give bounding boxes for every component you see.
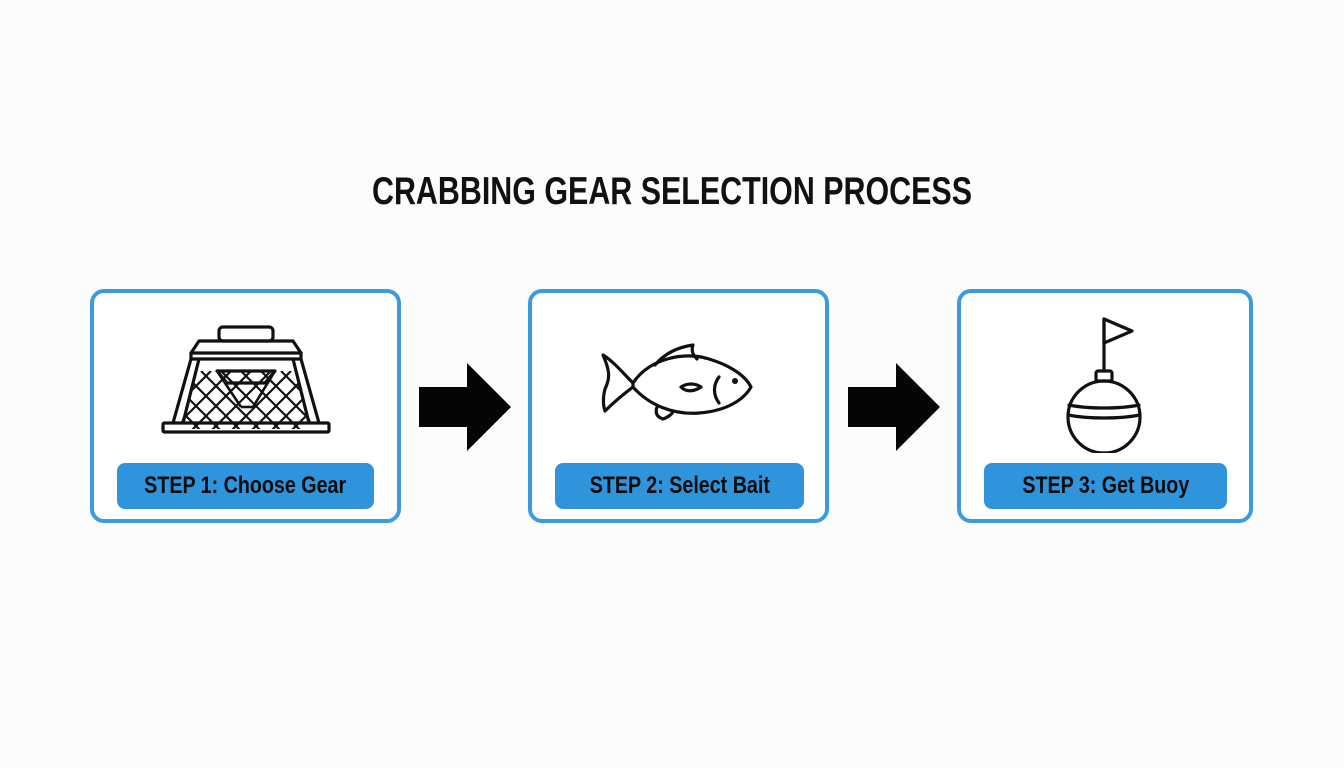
step-1-label: STEP 1: Choose Gear: [144, 472, 347, 499]
step-1-label-badge: STEP 1: Choose Gear: [117, 463, 374, 509]
step-card-get-buoy: STEP 3: Get Buoy: [957, 289, 1253, 523]
step-card-select-bait: STEP 2: Select Bait: [528, 289, 829, 523]
step-3-label: STEP 3: Get Buoy: [1022, 472, 1189, 499]
step-card-choose-gear: STEP 1: Choose Gear: [90, 289, 401, 523]
arrow-right-icon: [848, 363, 940, 451]
crab-trap-icon: [160, 325, 331, 434]
fish-icon: [600, 343, 753, 421]
step-3-label-badge: STEP 3: Get Buoy: [984, 463, 1227, 509]
page-title: CRABBING GEAR SELECTION PROCESS: [371, 170, 973, 213]
buoy-flag-icon: [1066, 317, 1142, 453]
arrow-right-icon: [419, 363, 511, 451]
step-2-label-badge: STEP 2: Select Bait: [555, 463, 804, 509]
step-2-label: STEP 2: Select Bait: [589, 472, 770, 499]
